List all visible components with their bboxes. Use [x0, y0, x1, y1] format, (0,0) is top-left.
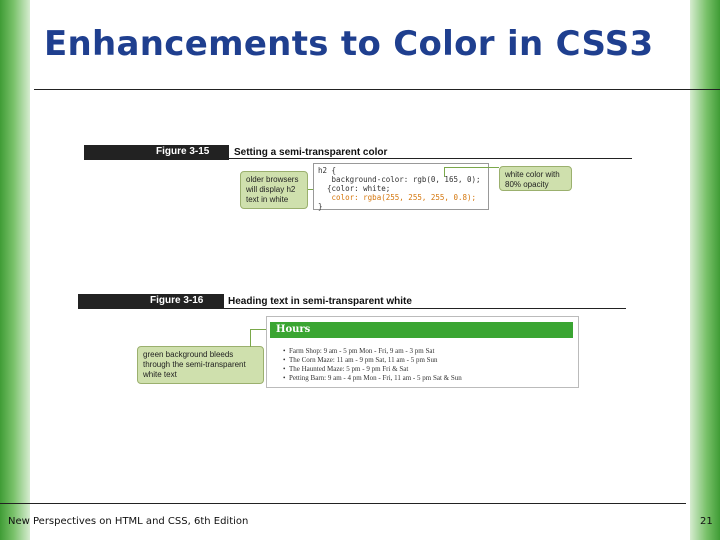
callout-older-browsers: older browsers will display h2 text in w… [240, 171, 308, 209]
code-sample: h2 { background-color: rgb(0, 165, 0); {… [313, 163, 489, 211]
callout-line: green background bleeds [143, 350, 234, 359]
callout-line: text in white [246, 195, 289, 204]
code-line: } [318, 202, 323, 211]
figure-caption: Setting a semi-transparent color [234, 147, 388, 158]
figure-label-bar: Figure 3-15 [84, 145, 229, 160]
figure-number: Figure 3-15 [156, 146, 210, 157]
list-item: Farm Shop: 9 am - 5 pm Mon - Fri, 9 am -… [283, 347, 462, 356]
callout-line: will display h2 [246, 185, 296, 194]
callout-connector [250, 329, 251, 347]
code-line: {color: white; [318, 184, 391, 193]
callout-connector [444, 167, 499, 168]
footer-divider [0, 503, 686, 504]
callout-green-bleeds: green background bleeds through the semi… [137, 346, 264, 384]
callout-white-opacity: white color with 80% opacity [499, 166, 572, 191]
figure-rule [229, 158, 632, 159]
slide-title: Enhancements to Color in CSS3 [44, 24, 654, 64]
footer-text: New Perspectives on HTML and CSS, 6th Ed… [8, 516, 249, 527]
list-item: The Haunted Maze: 5 pm - 9 pm Fri & Sat [283, 365, 462, 374]
code-line: h2 { [318, 166, 337, 175]
hours-heading: Hours [270, 322, 573, 338]
figure-number: Figure 3-16 [150, 295, 204, 306]
callout-connector [308, 189, 316, 190]
list-item: Petting Barn: 9 am - 4 pm Mon - Fri, 11 … [283, 374, 462, 383]
right-green-bar [690, 0, 720, 540]
callout-line: white text [143, 370, 177, 379]
callout-connector [250, 329, 270, 330]
code-line: background-color: rgb(0, 165, 0); [318, 175, 481, 184]
callout-line: 80% opacity [505, 180, 549, 189]
figure-label-bar: Figure 3-16 [78, 294, 224, 309]
list-item: The Corn Maze: 11 am - 9 pm Sat, 11 am -… [283, 356, 462, 365]
callout-line: white color with [505, 170, 560, 179]
callout-line: through the semi-transparent [143, 360, 246, 369]
code-line: color: rgba(255, 255, 255, 0.8); [318, 193, 477, 202]
left-green-bar [0, 0, 30, 540]
rendered-preview: Hours Farm Shop: 9 am - 5 pm Mon - Fri, … [266, 316, 579, 388]
page-number: 21 [700, 516, 713, 527]
hours-list: Farm Shop: 9 am - 5 pm Mon - Fri, 9 am -… [283, 347, 462, 383]
title-divider [34, 89, 720, 90]
callout-line: older browsers [246, 175, 299, 184]
figure-rule [224, 308, 626, 309]
figure-caption: Heading text in semi-transparent white [228, 296, 412, 307]
callout-connector [444, 167, 445, 177]
